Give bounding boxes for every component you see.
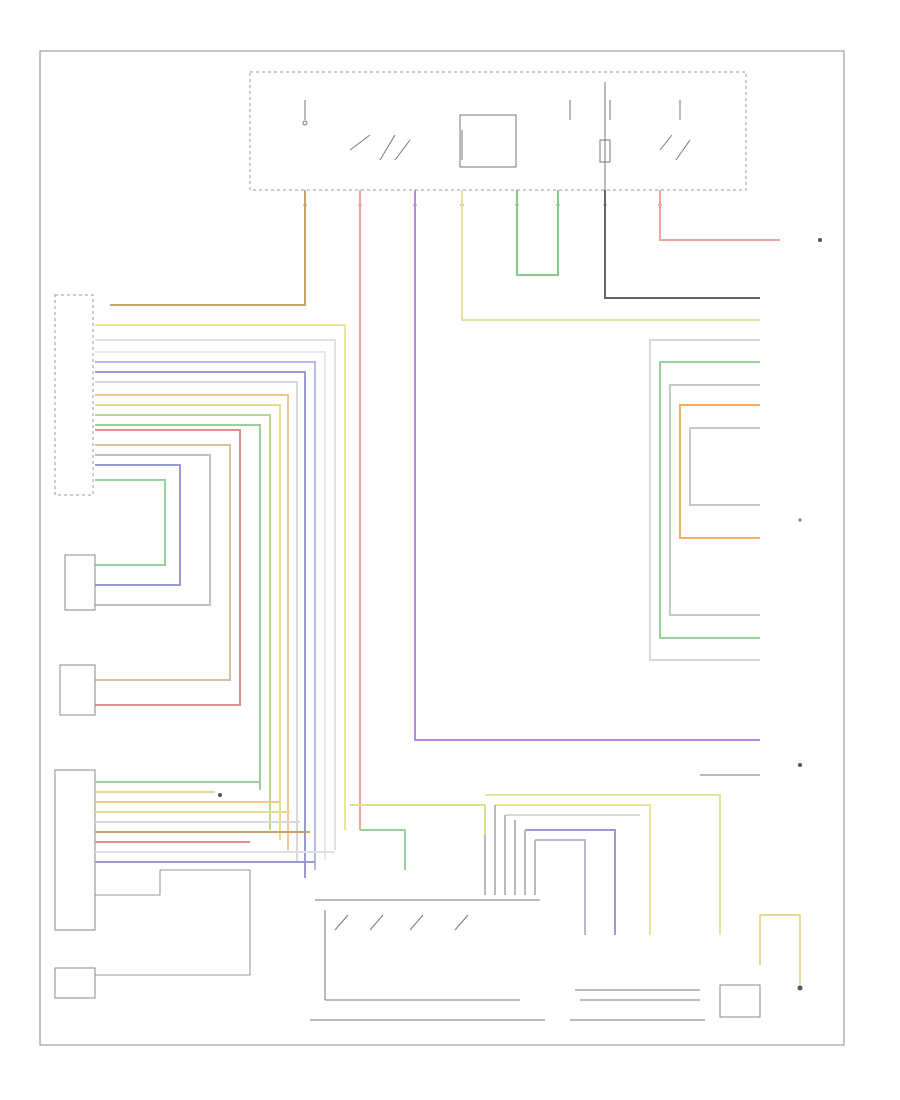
right-connector-wires: [649, 339, 760, 776]
diagram-frame: [39, 50, 845, 1046]
blower-fan: [719, 984, 761, 1018]
ground-left: [54, 967, 96, 999]
fuse-box-internals: [302, 82, 691, 190]
left-switch: [59, 664, 96, 716]
control-unit: [54, 769, 96, 931]
vertical-wires: [110, 190, 780, 830]
right-terminals: [218, 238, 822, 797]
left-module-wires: [95, 324, 346, 878]
control-unit-wires: [95, 781, 335, 976]
left-module-connector: [54, 294, 94, 496]
fuse-box: [249, 71, 747, 191]
blower-motor-left: [310, 899, 545, 1021]
blower-motor-right: [570, 989, 705, 1021]
fuse-box-pins: [303, 203, 662, 207]
bottom-center-wires: [350, 794, 721, 935]
left-sensor: [64, 554, 96, 611]
